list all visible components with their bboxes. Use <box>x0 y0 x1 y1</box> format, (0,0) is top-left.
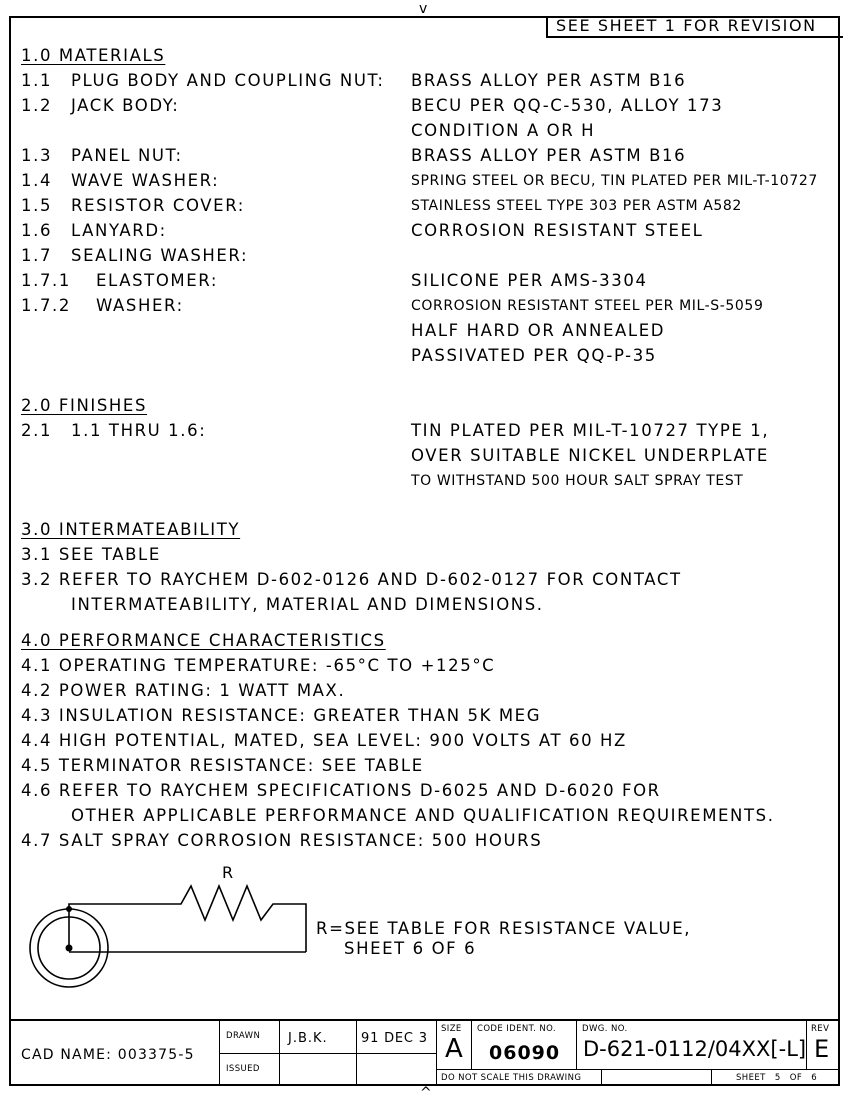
material-num: 1.3 <box>21 146 53 165</box>
dwg-no-label: DWG. NO. <box>582 1024 628 1034</box>
sheet-number: SHEET 5 OF 6 <box>736 1073 818 1083</box>
material-value: PASSIVATED PER QQ-P-35 <box>411 346 657 365</box>
drawing-number: D-621-0112/04XX[-L] <box>583 1037 807 1061</box>
resistor-label: R <box>222 863 233 882</box>
material-value: BRASS ALLOY PER ASTM B16 <box>411 71 687 90</box>
material-num: 1.2 <box>21 96 53 115</box>
cad-name: CAD NAME: 003375-5 <box>21 1047 195 1063</box>
intermateability-line: INTERMATEABILITY, MATERIAL AND DIMENSION… <box>71 595 544 614</box>
material-value: CORROSION RESISTANT STEEL PER MIL-S-5059 <box>411 298 764 314</box>
material-label: WASHER: <box>96 296 184 315</box>
material-value: SILICONE PER AMS-3304 <box>411 271 648 290</box>
performance-line: 4.4 HIGH POTENTIAL, MATED, SEA LEVEL: 90… <box>21 731 627 750</box>
performance-line: OTHER APPLICABLE PERFORMANCE AND QUALIFI… <box>71 806 775 825</box>
performance-line: 4.7 SALT SPRAY CORROSION RESISTANCE: 500… <box>21 831 543 850</box>
scale-note: DO NOT SCALE THIS DRAWING <box>441 1073 582 1083</box>
intermateability-line: 3.1 SEE TABLE <box>21 545 161 564</box>
issued-label: ISSUED <box>226 1064 260 1074</box>
material-value: SPRING STEEL OR BECU, TIN PLATED PER MIL… <box>411 173 818 189</box>
material-value: BECU PER QQ-C-530, ALLOY 173 <box>411 96 724 115</box>
performance-line: 4.1 OPERATING TEMPERATURE: -65°C TO +125… <box>21 656 496 675</box>
center-mark-top: v <box>419 1 428 17</box>
material-label: ELASTOMER: <box>96 271 219 290</box>
code-ident-label: CODE IDENT. NO. <box>477 1024 557 1034</box>
material-value: CORROSION RESISTANT STEEL <box>411 221 704 240</box>
intermateability-heading: 3.0 INTERMATEABILITY <box>21 520 241 539</box>
material-num: 1.4 <box>21 171 53 190</box>
finish-line: OVER SUITABLE NICKEL UNDERPLATE <box>411 446 769 465</box>
resistance-note-sheet: SHEET 6 OF 6 <box>344 939 477 958</box>
material-label: PLUG BODY AND COUPLING NUT: <box>71 71 385 90</box>
finish-num: 2.1 <box>21 421 53 440</box>
material-value: BRASS ALLOY PER ASTM B16 <box>411 146 687 165</box>
revision-letter: E <box>814 1035 830 1063</box>
material-label: PANEL NUT: <box>71 146 183 165</box>
performance-heading: 4.0 PERFORMANCE CHARACTERISTICS <box>21 631 386 650</box>
finish-label: 1.1 THRU 1.6: <box>71 421 207 440</box>
finish-line: TO WITHSTAND 500 HOUR SALT SPRAY TEST <box>411 473 744 489</box>
performance-line: 4.3 INSULATION RESISTANCE: GREATER THAN … <box>21 706 542 725</box>
material-label: SEALING WASHER: <box>71 246 249 265</box>
material-value: CONDITION A OR H <box>411 121 596 140</box>
resistor-symbol <box>68 883 307 952</box>
material-num: 1.1 <box>21 71 53 90</box>
rev-label: REV <box>811 1024 830 1034</box>
material-label: LANYARD: <box>71 221 167 240</box>
finishes-heading: 2.0 FINISHES <box>21 396 148 415</box>
material-value: STAINLESS STEEL TYPE 303 PER ASTM A582 <box>411 198 742 214</box>
drawn-label: DRAWN <box>226 1031 261 1041</box>
material-num: 1.7.1 <box>21 271 71 290</box>
material-num: 1.6 <box>21 221 53 240</box>
revision-note: SEE SHEET 1 FOR REVISION <box>546 16 843 38</box>
materials-heading: 1.0 MATERIALS <box>21 46 166 65</box>
material-label: JACK BODY: <box>71 96 180 115</box>
performance-line: 4.5 TERMINATOR RESISTANCE: SEE TABLE <box>21 756 424 775</box>
material-num: 1.7.2 <box>21 296 71 315</box>
material-label: RESISTOR COVER: <box>71 196 245 215</box>
drawing-size: A <box>445 1034 463 1064</box>
material-value: HALF HARD OR ANNEALED <box>411 321 666 340</box>
performance-line: 4.6 REFER TO RAYCHEM SPECIFICATIONS D-60… <box>21 781 661 800</box>
title-block: CAD NAME: 003375-5 DRAWN J.B.K. 91 DEC 3… <box>11 1019 838 1086</box>
intermateability-line: 3.2 REFER TO RAYCHEM D-602-0126 AND D-60… <box>21 570 682 589</box>
material-num: 1.7 <box>21 246 53 265</box>
finish-line: TIN PLATED PER MIL-T-10727 TYPE 1, <box>411 421 770 440</box>
performance-line: 4.2 POWER RATING: 1 WATT MAX. <box>21 681 346 700</box>
size-label: SIZE <box>441 1024 462 1034</box>
drawing-sheet: SEE SHEET 1 FOR REVISION 1.0 MATERIALS 1… <box>9 16 843 1086</box>
material-num: 1.5 <box>21 196 53 215</box>
center-mark-bottom: ^ <box>420 1085 432 1101</box>
resistance-note: R=SEE TABLE FOR RESISTANCE VALUE, <box>316 919 692 938</box>
drawn-date: 91 DEC 3 <box>361 1031 428 1046</box>
terminator-schematic: R <box>29 863 307 988</box>
code-ident: 06090 <box>489 1042 561 1064</box>
drawn-by: J.B.K. <box>288 1031 328 1046</box>
material-label: WAVE WASHER: <box>71 171 220 190</box>
